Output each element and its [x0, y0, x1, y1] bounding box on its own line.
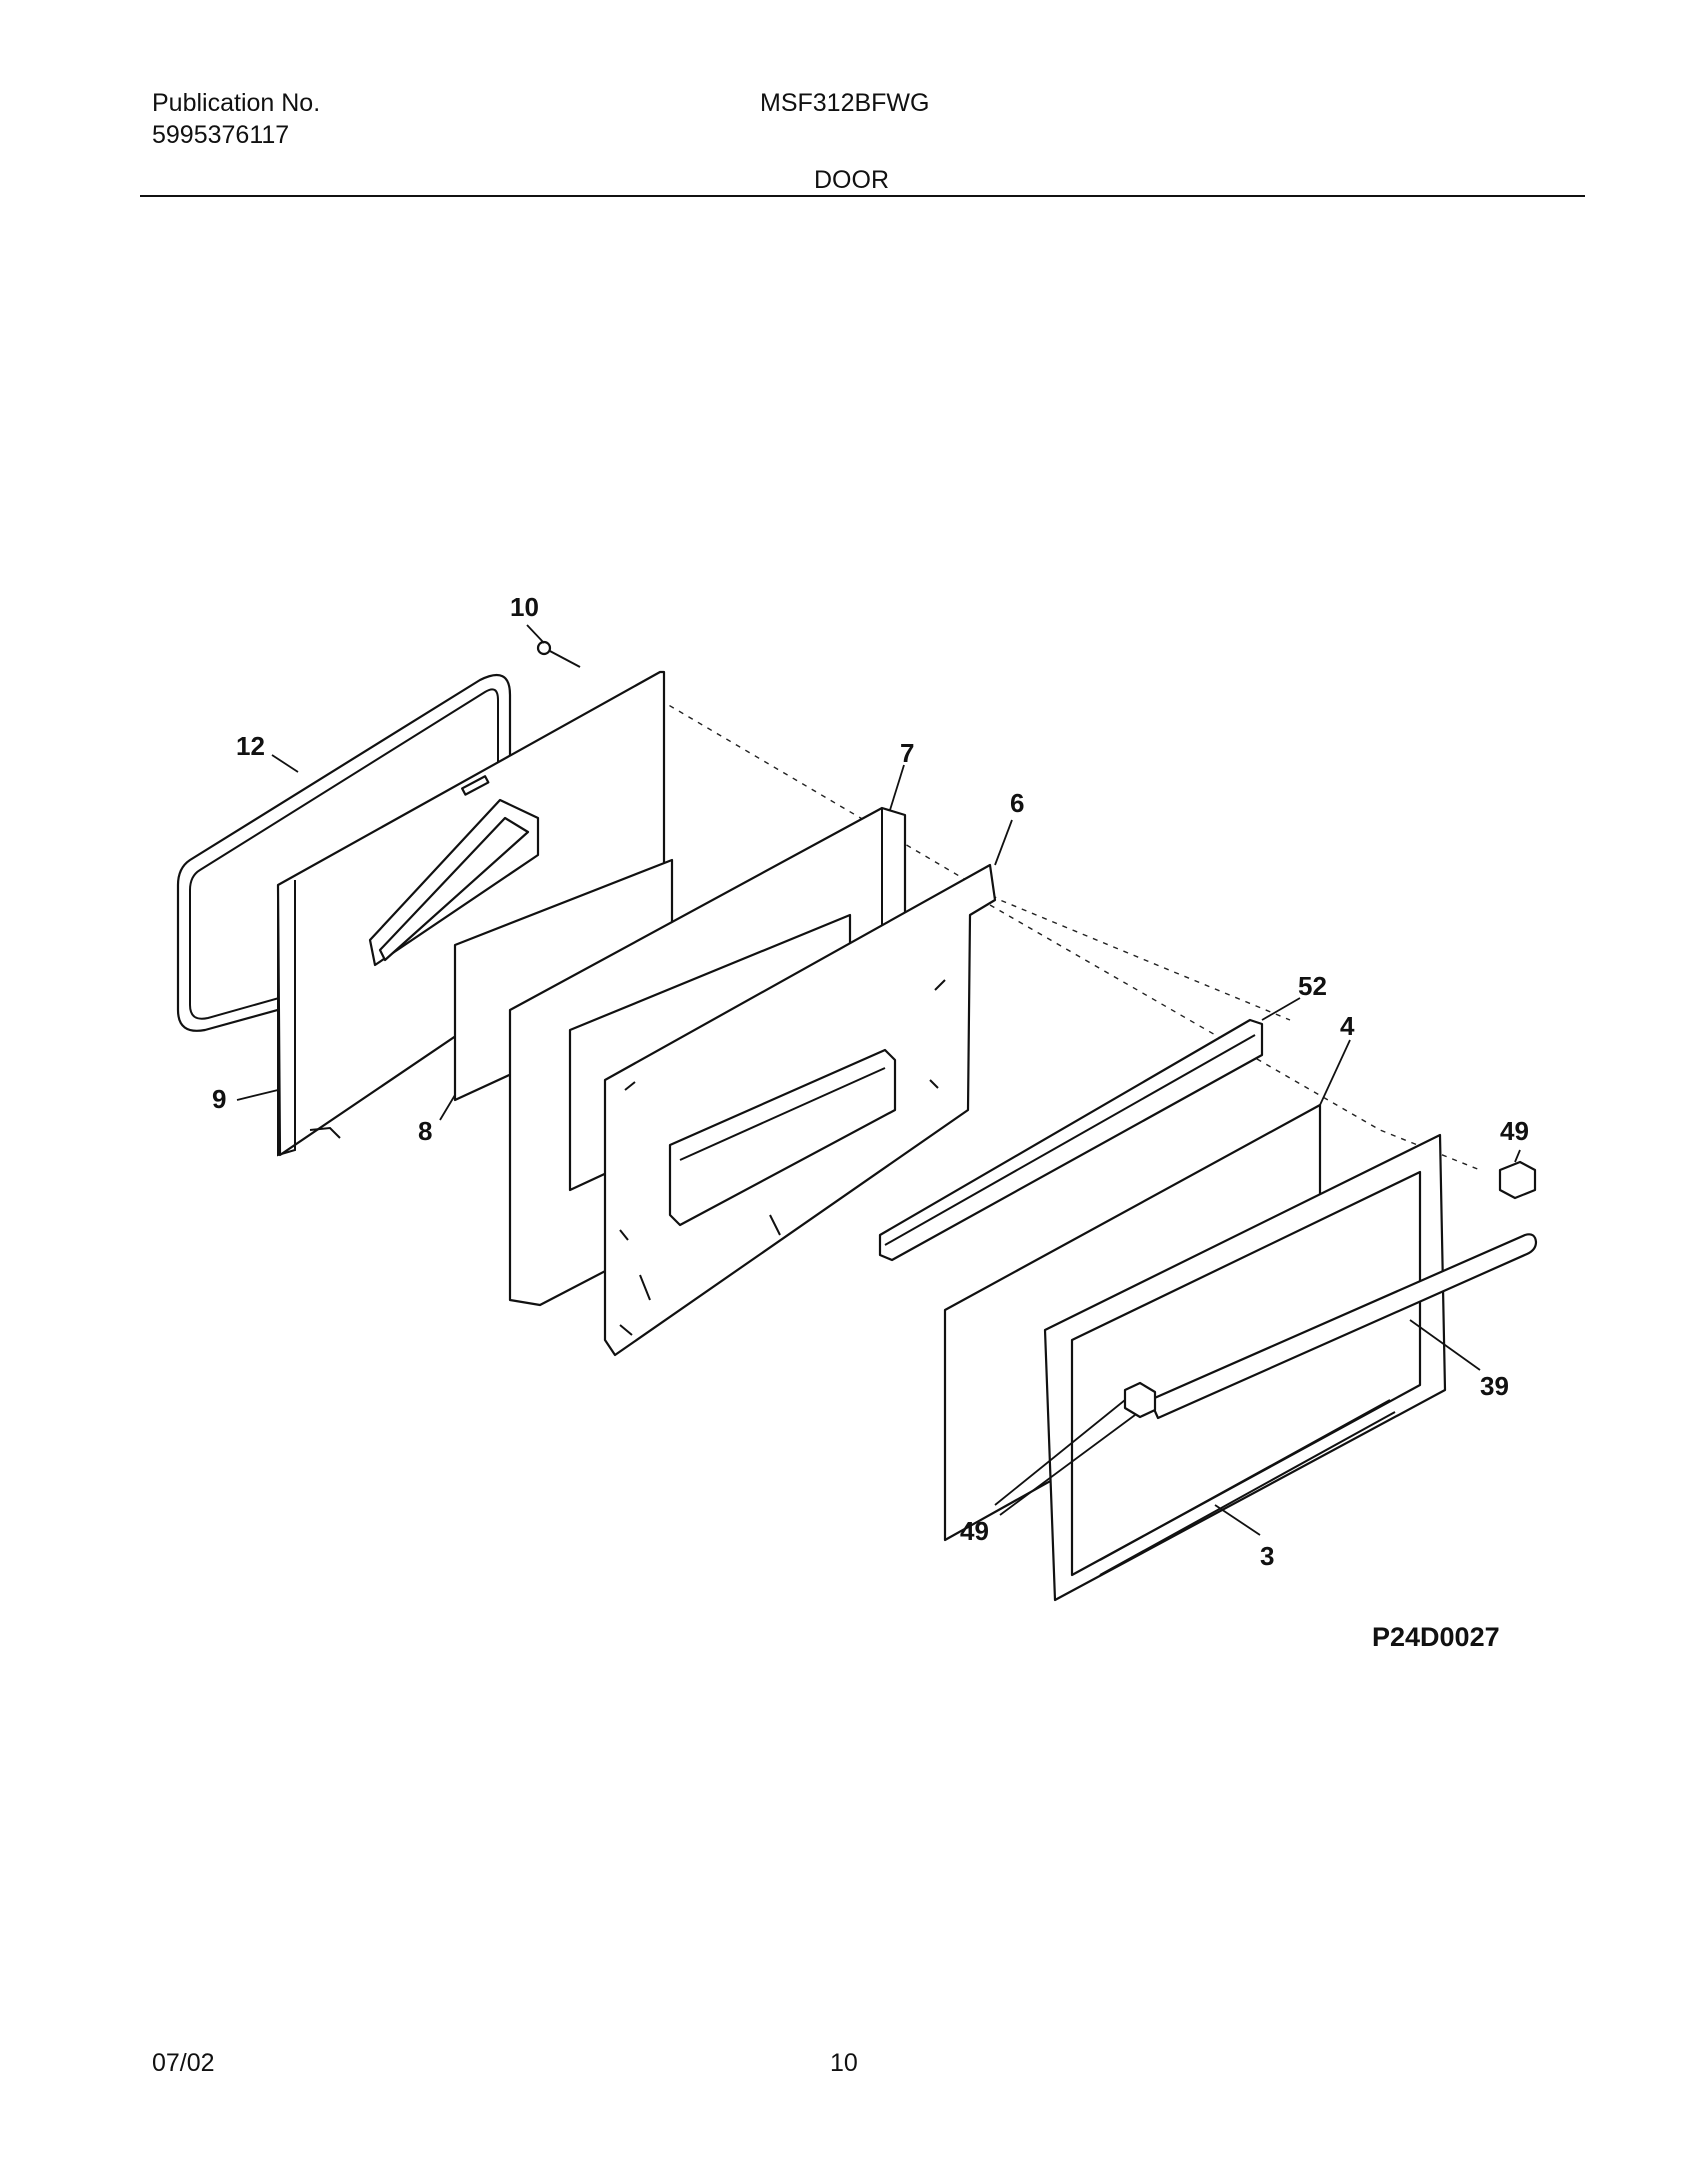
leader-7	[889, 764, 905, 811]
header-rule	[140, 195, 1585, 197]
callout-49-left: 49	[960, 1516, 989, 1546]
callout-8: 8	[418, 1116, 432, 1146]
callout-6: 6	[1010, 788, 1024, 818]
callout-12: 12	[236, 731, 265, 761]
callout-7: 7	[900, 738, 914, 768]
callout-52: 52	[1298, 971, 1327, 1001]
leader-49-left	[994, 1399, 1136, 1516]
leader-52	[1261, 997, 1301, 1021]
callout-10: 10	[510, 592, 539, 622]
leader-10	[526, 624, 545, 644]
part-6-door-liner	[603, 863, 997, 1357]
publication-number: 5995376117	[152, 121, 290, 149]
footer-date: 07/02	[152, 2049, 215, 2077]
leader-9	[236, 1089, 279, 1101]
part-9-outer-panel	[276, 670, 666, 1157]
page-number: 10	[830, 2049, 858, 2077]
leader-4	[1319, 1039, 1351, 1106]
callout-3: 3	[1260, 1541, 1274, 1571]
callout-39: 39	[1480, 1371, 1509, 1401]
leader-49-right	[1514, 1149, 1521, 1163]
callout-4: 4	[1340, 1011, 1355, 1041]
leader-12	[271, 754, 299, 773]
section-title: DOOR	[814, 166, 889, 194]
publication-label: Publication No.	[152, 89, 321, 117]
model-number: MSF312BFWG	[760, 89, 930, 117]
part-10-pin	[536, 640, 581, 668]
callout-49-right: 49	[1500, 1116, 1529, 1146]
leader-39	[1409, 1319, 1481, 1371]
part-49-bumper-left	[1123, 1381, 1157, 1419]
part-39-rod	[1148, 1233, 1538, 1420]
part-49-bumper-right	[1498, 1160, 1537, 1200]
leader-6	[994, 819, 1013, 866]
drawing-code: P24D0027	[1372, 1622, 1500, 1652]
callout-9: 9	[212, 1084, 226, 1114]
leader-3	[1214, 1504, 1261, 1536]
part-52-trim-strip	[878, 1018, 1264, 1262]
leader-8	[439, 1094, 456, 1121]
